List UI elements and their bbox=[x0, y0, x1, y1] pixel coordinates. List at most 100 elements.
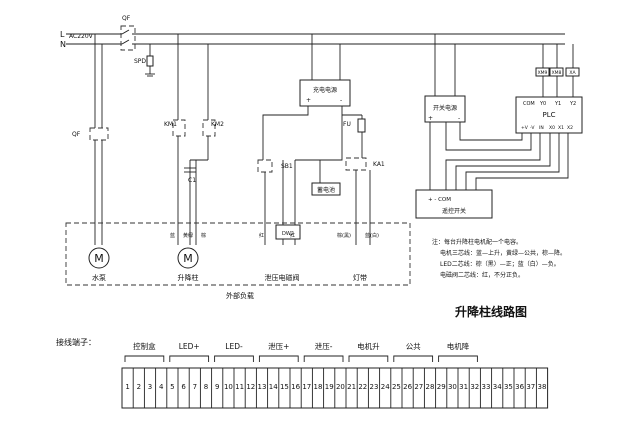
valve-label: 泄压电磁阀 bbox=[265, 273, 300, 282]
remote-switch-terms: + - COM bbox=[428, 197, 451, 203]
pump-label: 水泵 bbox=[92, 273, 106, 282]
terminal-number: 16 bbox=[291, 383, 300, 391]
charger-label: 充电电源 bbox=[313, 86, 337, 94]
terminal-strip-label: 接线端子： bbox=[56, 337, 96, 347]
line-l-label: L bbox=[60, 30, 65, 39]
terminal-number: 25 bbox=[392, 383, 401, 391]
switch-psu-box bbox=[424, 95, 466, 123]
terminal-group-label: 泄压+ bbox=[268, 341, 289, 351]
wire-label-lamp-b: 蓝(白) bbox=[365, 232, 379, 239]
terminal-group-bracket bbox=[393, 355, 434, 362]
plc-bottom-x2: X2 bbox=[567, 125, 573, 131]
spd-symbol bbox=[146, 55, 154, 67]
terminal-number: 17 bbox=[302, 383, 311, 391]
terminal-number: 8 bbox=[204, 383, 208, 391]
fuse-label: FU bbox=[343, 121, 351, 128]
wire-label-motor-a: 蓝 bbox=[170, 232, 175, 239]
terminal-group-bracket bbox=[348, 355, 389, 362]
wire-label-motor-b: 黄绿 bbox=[183, 232, 193, 239]
external-load-label: 外部负载 bbox=[226, 291, 254, 300]
terminal-number: 18 bbox=[314, 383, 323, 391]
plc-label: PLC bbox=[542, 111, 555, 119]
switch-psu-label: 开关电源 bbox=[433, 104, 457, 112]
plc-bottom-x0: X0 bbox=[549, 125, 555, 131]
terminal-number: 21 bbox=[347, 383, 356, 391]
fuse-symbol bbox=[357, 118, 366, 133]
terminal-number: 2 bbox=[137, 383, 141, 391]
battery-label: 蓄电池 bbox=[317, 186, 335, 194]
note-line-4: 电磁阀二芯线：红，不分正负。 bbox=[440, 271, 524, 279]
terminal-number: 9 bbox=[215, 383, 219, 391]
terminal-number: 12 bbox=[246, 383, 255, 391]
plc-top-com: COM bbox=[523, 101, 535, 107]
note-line-3: LED二芯线：棕（黑）—正；蓝（白）—负。 bbox=[440, 260, 560, 268]
note-line-1: 注：每台升降柱电机配一个电容。 bbox=[432, 238, 522, 246]
terminal-number: 30 bbox=[448, 383, 457, 391]
terminal-group-bracket bbox=[214, 355, 254, 362]
line-n-label: N bbox=[60, 40, 66, 49]
terminal-number: 37 bbox=[526, 383, 535, 391]
terminal-number: 28 bbox=[426, 383, 435, 391]
charger-minus: - bbox=[340, 97, 342, 104]
switch-psu-minus: - bbox=[458, 115, 460, 122]
diagram-title: 升降柱线路图 bbox=[455, 304, 527, 319]
terminal-number: 11 bbox=[235, 383, 244, 391]
terminal-group-label: 泄压- bbox=[315, 341, 333, 351]
terminal-number: 32 bbox=[470, 383, 479, 391]
terminal-group-label: 电机降 bbox=[447, 341, 470, 351]
terminal-number: 20 bbox=[336, 383, 345, 391]
terminal-group-label: 电机升 bbox=[357, 341, 380, 351]
pump-motor-glyph: M bbox=[94, 252, 104, 265]
pump-breaker-symbol bbox=[89, 127, 109, 141]
terminal-group-label: LED+ bbox=[179, 342, 200, 351]
sb1-label: SB1 bbox=[281, 163, 293, 170]
dw2-valve-coil bbox=[275, 224, 301, 240]
main-breaker-symbol bbox=[120, 25, 136, 51]
wire-label-lamp-a: 棕(黑) bbox=[337, 232, 351, 239]
lamp-label: 灯带 bbox=[353, 273, 367, 282]
wire-label-motor-c: 棕 bbox=[201, 232, 206, 239]
plc-bottom-in: IN bbox=[539, 125, 544, 131]
xa-label: XA bbox=[569, 70, 576, 76]
terminal-number: 26 bbox=[403, 383, 412, 391]
terminal-number: 24 bbox=[381, 383, 390, 391]
plc-top-y1: Y1 bbox=[554, 101, 561, 107]
terminal-number: 15 bbox=[280, 383, 289, 391]
terminal-group-bracket bbox=[169, 355, 210, 362]
plc-top-y2: Y2 bbox=[569, 101, 576, 107]
terminal-number: 6 bbox=[181, 383, 186, 391]
terminal-number: 35 bbox=[504, 383, 513, 391]
terminal-number: 5 bbox=[170, 383, 174, 391]
pump-breaker-label: QF bbox=[72, 131, 81, 138]
sb1-switch-symbol bbox=[257, 159, 273, 173]
terminal-group-bracket bbox=[303, 355, 344, 362]
terminal-group-label: 公共 bbox=[406, 342, 421, 351]
xm9-label: XM9 bbox=[538, 70, 548, 76]
xm9-box bbox=[535, 67, 550, 77]
spd-label: SPD bbox=[134, 58, 146, 65]
terminal-number: 4 bbox=[159, 383, 164, 391]
terminal-number: 27 bbox=[414, 383, 423, 391]
charger-box bbox=[299, 79, 351, 107]
terminal-number: 13 bbox=[258, 383, 267, 391]
terminal-number: 19 bbox=[325, 383, 334, 391]
charger-plus: + bbox=[306, 97, 311, 104]
terminal-number: 14 bbox=[269, 383, 278, 391]
terminal-group-bracket bbox=[258, 355, 299, 362]
supply-voltage-label: AC220V bbox=[69, 33, 94, 40]
remote-switch-box bbox=[415, 189, 493, 219]
terminal-number: 31 bbox=[459, 383, 468, 391]
terminal-number: 33 bbox=[482, 383, 491, 391]
km2-label: KM2 bbox=[211, 121, 224, 128]
pump-motor-symbol bbox=[88, 247, 110, 269]
ka1-contact-symbol bbox=[345, 157, 367, 171]
lift-motor-glyph: M bbox=[183, 252, 193, 265]
xa-box bbox=[565, 67, 580, 77]
plc-bottom-pv: +V bbox=[521, 125, 529, 131]
terminal-number: 3 bbox=[148, 383, 152, 391]
terminal-number: 10 bbox=[224, 383, 233, 391]
xm8-label: XM8 bbox=[552, 70, 562, 76]
